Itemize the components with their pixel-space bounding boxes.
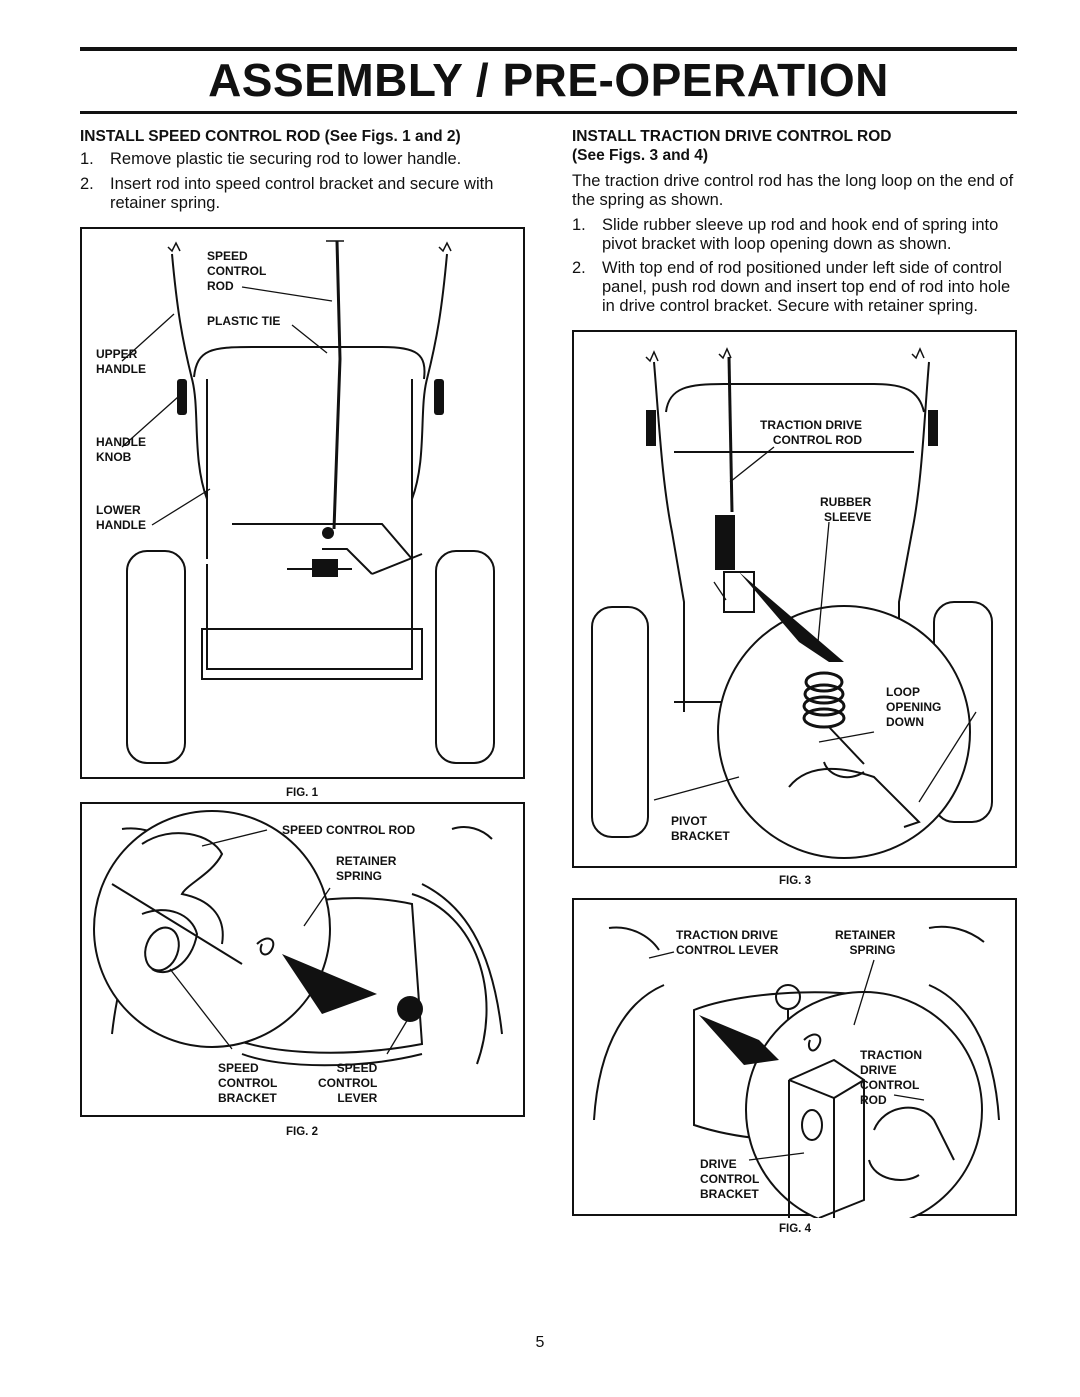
fig3-caption: FIG. 3 <box>779 875 811 887</box>
speed-rod-step-2: 2. Insert rod into speed control bracket… <box>80 175 525 213</box>
fig3-label-traction-drive-control-rod: TRACTION DRIVE CONTROL ROD <box>760 418 862 447</box>
page-number: 5 <box>535 1334 545 1351</box>
step-text: Remove plastic tie securing rod to lower… <box>110 150 462 168</box>
step-text: With top end of rod positioned under lef… <box>602 259 1011 315</box>
traction-rod-step-1: 1. Slide rubber sleeve up rod and hook e… <box>572 216 1020 254</box>
fig4-caption: FIG. 4 <box>779 1223 811 1235</box>
fig2-label-speed-control-lever: SPEED CONTROL LEVER <box>318 1061 378 1105</box>
step-text: Slide rubber sleeve up rod and hook end … <box>602 216 999 253</box>
fig1-label-speed-control-rod: SPEED CONTROL ROD <box>207 249 267 293</box>
fig3-label-loop-opening-down: LOOP OPENING DOWN <box>886 685 942 729</box>
fig1-illustration <box>121 240 495 764</box>
title-rule <box>80 111 1017 114</box>
traction-rod-intro: The traction drive control rod has the l… <box>572 172 1014 209</box>
traction-rod-heading-line1: INSTALL TRACTION DRIVE CONTROL ROD <box>572 128 892 145</box>
fig2-frame: SPEED CONTROL ROD RETAINER SPRING SPEED … <box>80 802 525 1117</box>
fig4-illustration <box>593 925 1000 1218</box>
fig2-illustration <box>93 810 503 1067</box>
fig2-label-retainer-spring: RETAINER SPRING <box>336 854 397 883</box>
fig3-frame: TRACTION DRIVE CONTROL ROD RUBBER SLEEVE… <box>572 330 1017 868</box>
page-title: ASSEMBLY / PRE-OPERATION <box>208 54 889 106</box>
traction-rod-step-2: 2. With top end of rod positioned under … <box>572 259 1020 316</box>
fig1-caption: FIG. 1 <box>286 787 318 799</box>
step-number: 2. <box>572 259 586 277</box>
step-number: 2. <box>80 175 94 193</box>
fig3-label-rubber-sleeve: RUBBER SLEEVE <box>820 495 872 524</box>
fig1-label-plastic-tie: PLASTIC TIE <box>207 314 281 328</box>
fig1-label-handle-knob: HANDLE KNOB <box>96 435 146 464</box>
speed-rod-heading: INSTALL SPEED CONTROL ROD (See Figs. 1 a… <box>80 128 461 145</box>
fig2-label-speed-control-bracket: SPEED CONTROL BRACKET <box>218 1061 278 1105</box>
fig4-label-retainer-spring: RETAINER SPRING <box>835 928 896 957</box>
step-text: Insert rod into speed control bracket an… <box>110 175 494 212</box>
step-number: 1. <box>80 150 94 168</box>
fig1-frame: SPEED CONTROL ROD PLASTIC TIE UPPER HAND… <box>80 227 525 779</box>
traction-rod-heading: INSTALL TRACTION DRIVE CONTROL ROD (See … <box>572 127 1017 165</box>
fig1-label-lower-handle: LOWER HANDLE <box>96 503 146 532</box>
fig2-label-speed-control-rod: SPEED CONTROL ROD <box>282 823 416 837</box>
fig4-label-drive-control-bracket: DRIVE CONTROL BRACKET <box>700 1157 760 1201</box>
fig1-label-upper-handle: UPPER HANDLE <box>96 347 146 376</box>
traction-rod-heading-line2: (See Figs. 3 and 4) <box>572 147 709 164</box>
fig4-label-traction-drive-control-lever: TRACTION DRIVE CONTROL LEVER <box>676 928 779 957</box>
fig4-label-traction-drive-control-rod: TRACTION DRIVE CONTROL ROD <box>860 1048 922 1107</box>
step-number: 1. <box>572 216 586 234</box>
speed-rod-step-1: 1. Remove plastic tie securing rod to lo… <box>80 150 525 169</box>
fig3-illustration <box>591 347 993 859</box>
fig2-caption: FIG. 2 <box>286 1126 318 1138</box>
top-rule <box>80 47 1017 51</box>
fig3-label-pivot-bracket: PIVOT BRACKET <box>671 814 730 843</box>
fig4-frame: TRACTION DRIVE CONTROL LEVER RETAINER SP… <box>572 898 1017 1218</box>
